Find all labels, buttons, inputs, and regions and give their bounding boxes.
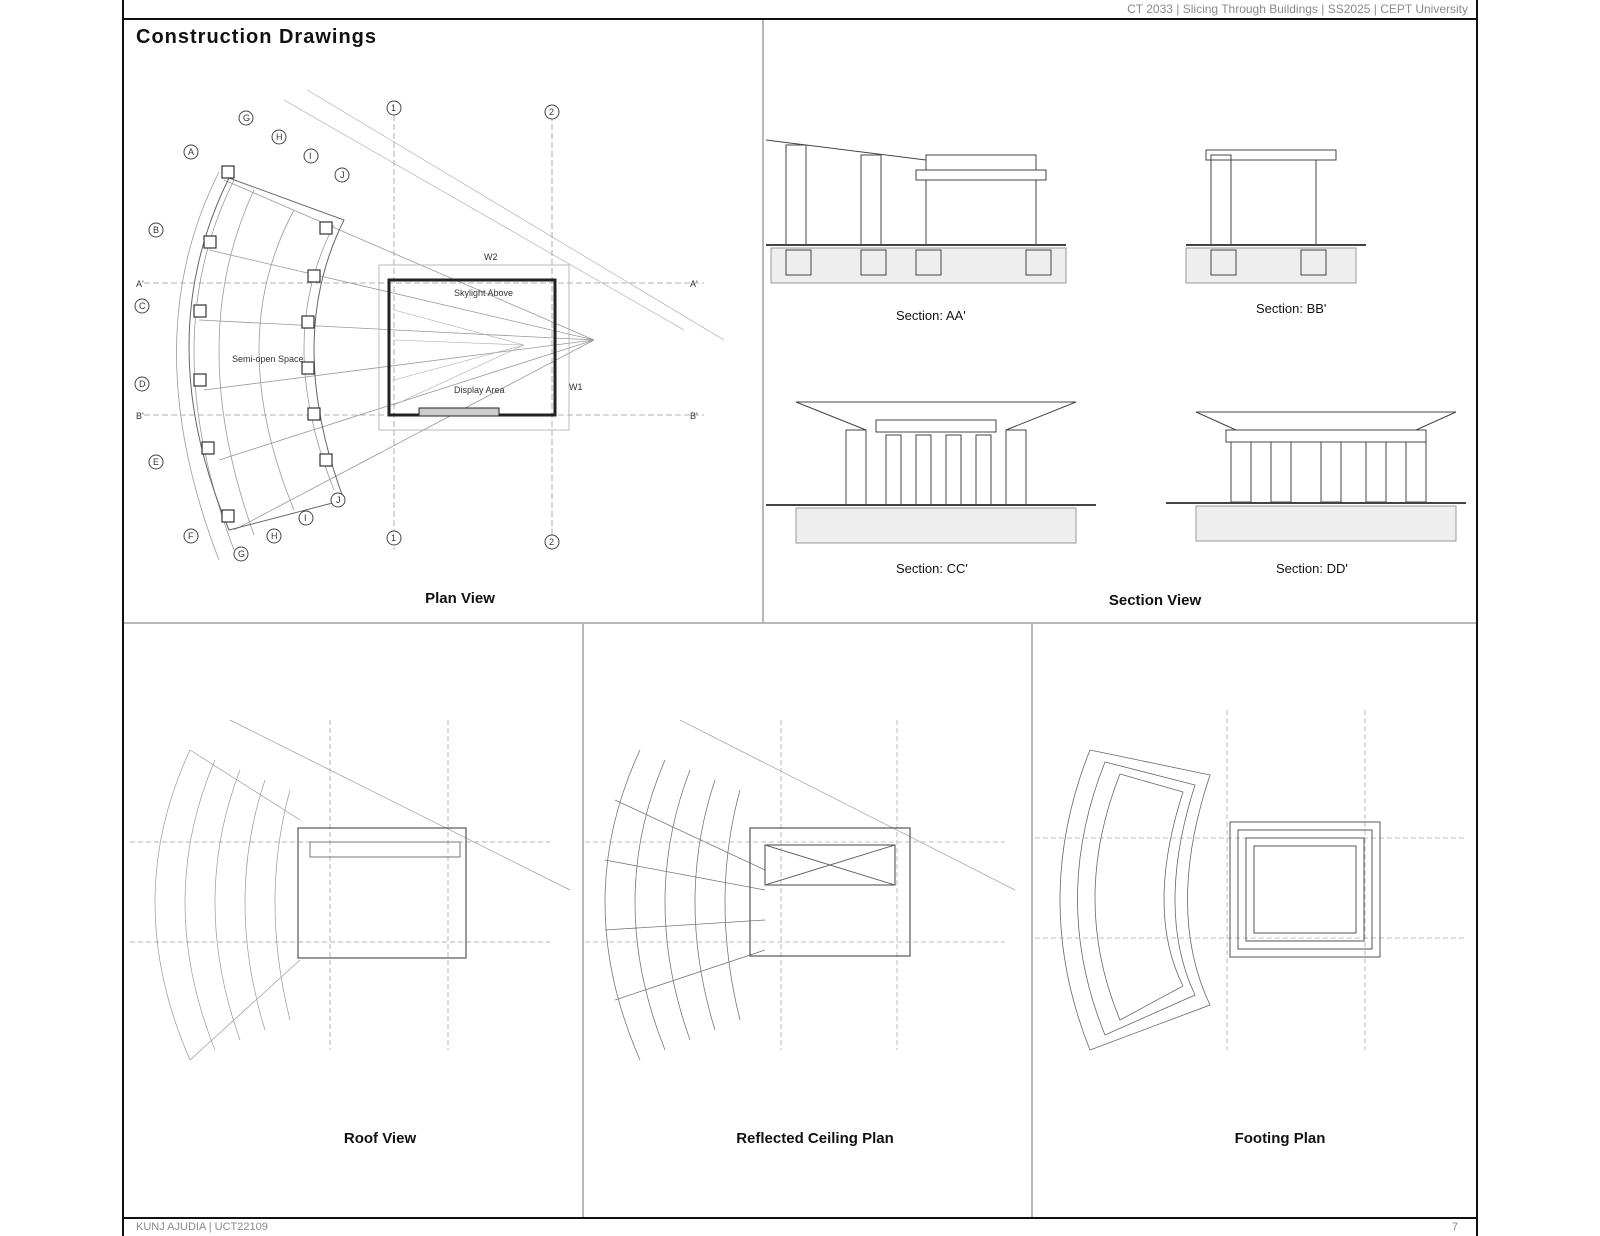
svg-text:G: G (238, 549, 245, 559)
svg-text:2: 2 (549, 107, 554, 117)
plan-grid-bubbles: 1 2 1 2 A B C D E F G H I J G H I J A' B… (134, 100, 698, 562)
course-header: CT 2033 | Slicing Through Buildings | SS… (1127, 2, 1468, 16)
sheet-border-right (1476, 0, 1478, 1236)
svg-text:A': A' (136, 279, 144, 289)
section-cc-caption: Section: CC' (896, 561, 968, 576)
plan-view-caption: Plan View (425, 590, 495, 607)
svg-text:J: J (336, 495, 341, 505)
divider-horizontal (124, 622, 1476, 624)
svg-text:1: 1 (391, 533, 396, 543)
svg-text:F: F (188, 531, 194, 541)
roof-view-caption: Roof View (343, 1130, 417, 1147)
section-dd-caption: Section: DD' (1276, 561, 1348, 576)
divider-bottom-right (1031, 622, 1033, 1217)
roof-view-drawing (130, 720, 571, 1061)
footing-plan-caption: Footing Plan (1234, 1130, 1326, 1147)
svg-text:2: 2 (549, 537, 554, 547)
svg-text:1: 1 (391, 103, 396, 113)
svg-text:A': A' (690, 279, 698, 289)
svg-text:G: G (243, 113, 250, 123)
divider-bottom-left (582, 622, 584, 1217)
author-footer: KUNJ AJUDIA | UCT22109 (136, 1221, 268, 1233)
section-cc (766, 401, 1096, 544)
w1-label: W1 (569, 382, 583, 392)
sheet-border-bottom (122, 1217, 1478, 1219)
svg-text:D: D (139, 379, 146, 389)
svg-text:H: H (271, 531, 278, 541)
divider-top-middle (762, 20, 764, 623)
reflected-ceiling-plan-caption: Reflected Ceiling Plan (736, 1130, 894, 1147)
svg-text:I: I (304, 513, 307, 523)
svg-text:E: E (153, 457, 159, 467)
svg-text:B': B' (136, 411, 144, 421)
page-number: 7 (1452, 1221, 1459, 1233)
section-bb (1185, 149, 1366, 284)
svg-text:B: B (153, 225, 159, 235)
sheet-border-left (122, 0, 124, 1236)
plan-view-drawing: Skylight Above Display Area Semi-open Sp… (134, 90, 725, 562)
w2-label: W2 (484, 252, 498, 262)
svg-text:B': B' (690, 411, 698, 421)
section-dd (1166, 411, 1466, 542)
svg-text:I: I (309, 151, 312, 161)
section-bb-caption: Section: BB' (1256, 301, 1326, 316)
svg-text:H: H (276, 132, 283, 142)
section-aa-caption: Section: AA' (896, 308, 966, 323)
reflected-ceiling-plan-drawing (585, 720, 1016, 1061)
section-view-caption: Section View (1108, 592, 1202, 609)
semi-open-label: Semi-open Space (232, 354, 304, 364)
section-view-drawing: Section: AA' Section: BB' Section: CC' (766, 139, 1466, 576)
footing-plan-drawing (1035, 710, 1465, 1051)
svg-text:A: A (188, 147, 194, 157)
svg-text:C: C (139, 301, 146, 311)
skylight-label: Skylight Above (454, 288, 513, 298)
sheet-border-top (122, 18, 1478, 20)
display-area-label: Display Area (454, 385, 505, 395)
page-title: Construction Drawings (136, 26, 378, 48)
svg-text:J: J (340, 170, 345, 180)
section-aa (766, 139, 1067, 284)
